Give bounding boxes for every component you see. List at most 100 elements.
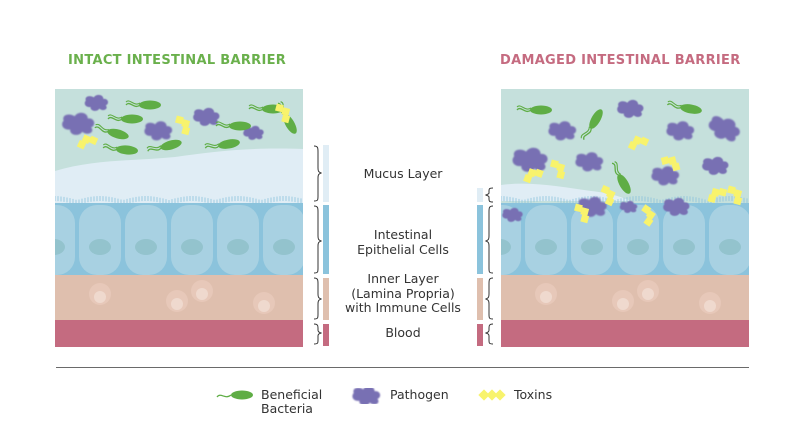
immune-cell-nucleus <box>196 288 208 300</box>
pathogen <box>548 121 577 141</box>
label-line: (Lamina Propria) <box>351 285 455 301</box>
bracket-blood <box>484 323 494 345</box>
intact-barrier-illustration <box>55 89 303 347</box>
label-lamina-propria: Inner Layer (Lamina Propria) with Immune… <box>323 271 483 316</box>
beneficial-bacterium <box>666 100 702 114</box>
toxin <box>660 156 681 172</box>
immune-cell-nucleus <box>617 298 629 310</box>
cell-nucleus <box>135 239 157 255</box>
mucus-layer <box>55 148 303 207</box>
pathogen <box>144 121 173 141</box>
damaged-barrier-title: DAMAGED INTESTINAL BARRIER <box>500 53 741 68</box>
epithelial-cell <box>501 205 521 275</box>
immune-cell-nucleus <box>642 288 654 300</box>
cell-nucleus <box>89 239 111 255</box>
key-bar-epithelial <box>477 205 483 274</box>
toxin <box>523 168 544 184</box>
legend-item-toxins: Toxins <box>478 388 552 402</box>
beneficial-bacterium <box>580 109 603 141</box>
label-epithelial-cells: Intestinal Epithelial Cells <box>323 227 483 257</box>
toxins-icon <box>478 389 506 401</box>
pathogen <box>619 200 638 213</box>
pathogen <box>666 121 695 141</box>
bracket-epithelial <box>313 205 323 274</box>
immune-cell-nucleus <box>258 300 270 312</box>
legend-label: Beneficial <box>261 387 323 402</box>
legend-label: Pathogen <box>390 387 449 402</box>
epithelial-cell <box>55 205 75 275</box>
bracket-mucus <box>313 145 323 202</box>
immune-cell-nucleus <box>171 298 183 310</box>
bracket-lamina <box>484 277 494 320</box>
cell-nucleus <box>719 239 741 255</box>
blood-layer <box>55 320 303 347</box>
key-bar-mucus <box>477 188 483 202</box>
toxin <box>600 184 616 207</box>
toxin <box>641 204 656 227</box>
label-line: with Immune Cells <box>345 300 461 315</box>
pathogen <box>512 147 548 172</box>
cell-nucleus <box>627 239 649 255</box>
toxin <box>275 103 291 124</box>
pathogen <box>702 156 729 175</box>
toxin <box>550 159 566 180</box>
bracket-mucus <box>484 187 494 203</box>
microvilli <box>55 196 302 205</box>
epithelial-cells <box>501 205 749 275</box>
toxin <box>627 135 650 151</box>
label-mucus-layer: Mucus Layer <box>323 166 483 182</box>
label-line: Inner Layer <box>367 271 439 286</box>
bracket-epithelial <box>484 205 494 274</box>
legend-item-bacteria: Beneficial Bacteria <box>215 388 322 416</box>
pathogen <box>708 116 740 142</box>
intact-barrier-title: INTACT INTESTINAL BARRIER <box>68 53 287 68</box>
immune-cell-nucleus <box>704 300 716 312</box>
left-layer-key <box>313 145 329 346</box>
cell-nucleus <box>55 239 65 255</box>
immune-cells <box>89 280 275 314</box>
beneficial-bacterium <box>107 114 143 124</box>
toxin <box>574 203 590 224</box>
thin-mucus-layer <box>501 183 631 201</box>
right-layer-key <box>477 187 494 346</box>
immune-cells <box>535 280 721 314</box>
legend-label: Bacteria <box>261 401 313 416</box>
epithelial-cells <box>55 205 303 275</box>
key-bar-blood <box>477 324 483 346</box>
beneficial-bacterium <box>611 161 631 194</box>
toxin <box>76 134 99 150</box>
label-line: Intestinal <box>373 227 433 242</box>
key-bar-lamina <box>323 278 329 320</box>
beneficial-bacterium <box>215 121 251 131</box>
cell-nucleus <box>581 239 603 255</box>
toxin <box>175 115 191 136</box>
key-bar-mucus <box>323 145 329 202</box>
label-line: Epithelial Cells <box>357 241 449 257</box>
pathogen <box>193 107 220 126</box>
pathogen <box>575 152 604 172</box>
label-blood: Blood <box>323 325 483 341</box>
cell-nucleus <box>501 239 511 255</box>
legend-item-pathogen: Pathogen <box>350 388 449 404</box>
beneficial-bacterium <box>516 105 552 115</box>
toxin <box>707 187 728 203</box>
pathogen-icon <box>352 388 381 404</box>
cell-nucleus <box>181 239 203 255</box>
cell-nucleus <box>535 239 557 255</box>
pathogen <box>84 94 109 111</box>
bracket-blood <box>313 323 323 345</box>
beneficial-bacterium <box>125 100 161 110</box>
immune-cell-nucleus <box>94 291 106 303</box>
key-bar-blood <box>323 324 329 346</box>
pathogen <box>502 207 523 222</box>
label-line: Blood <box>385 325 421 340</box>
organisms <box>62 94 297 155</box>
cell-nucleus <box>673 239 695 255</box>
divider <box>56 367 749 368</box>
immune-cell-nucleus <box>540 291 552 303</box>
pathogen <box>62 112 95 135</box>
beneficial-bacterium <box>146 139 182 152</box>
label-line: Mucus Layer <box>363 166 443 181</box>
beneficial-bacterium <box>94 123 129 140</box>
pathogen <box>243 125 264 140</box>
